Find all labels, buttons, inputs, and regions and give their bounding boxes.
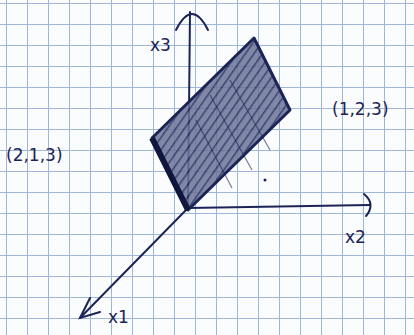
axis-or-vector-label: x1	[108, 308, 129, 327]
x1-arrowhead	[80, 298, 100, 318]
x2-axis	[188, 205, 370, 208]
x3-arrowhead	[176, 14, 208, 30]
axis-or-vector-label: x3	[150, 36, 171, 55]
vector-edge	[152, 138, 188, 210]
axis-or-vector-label: (2,1,3)	[6, 146, 63, 165]
parallelogram	[152, 38, 290, 210]
axis-or-vector-label: x2	[345, 228, 366, 247]
x1-axis	[80, 208, 188, 318]
axis-or-vector-label: (1,2,3)	[332, 100, 389, 119]
dot	[264, 179, 267, 182]
hatch-strokes	[196, 80, 270, 188]
x2-arrowhead	[364, 194, 371, 216]
